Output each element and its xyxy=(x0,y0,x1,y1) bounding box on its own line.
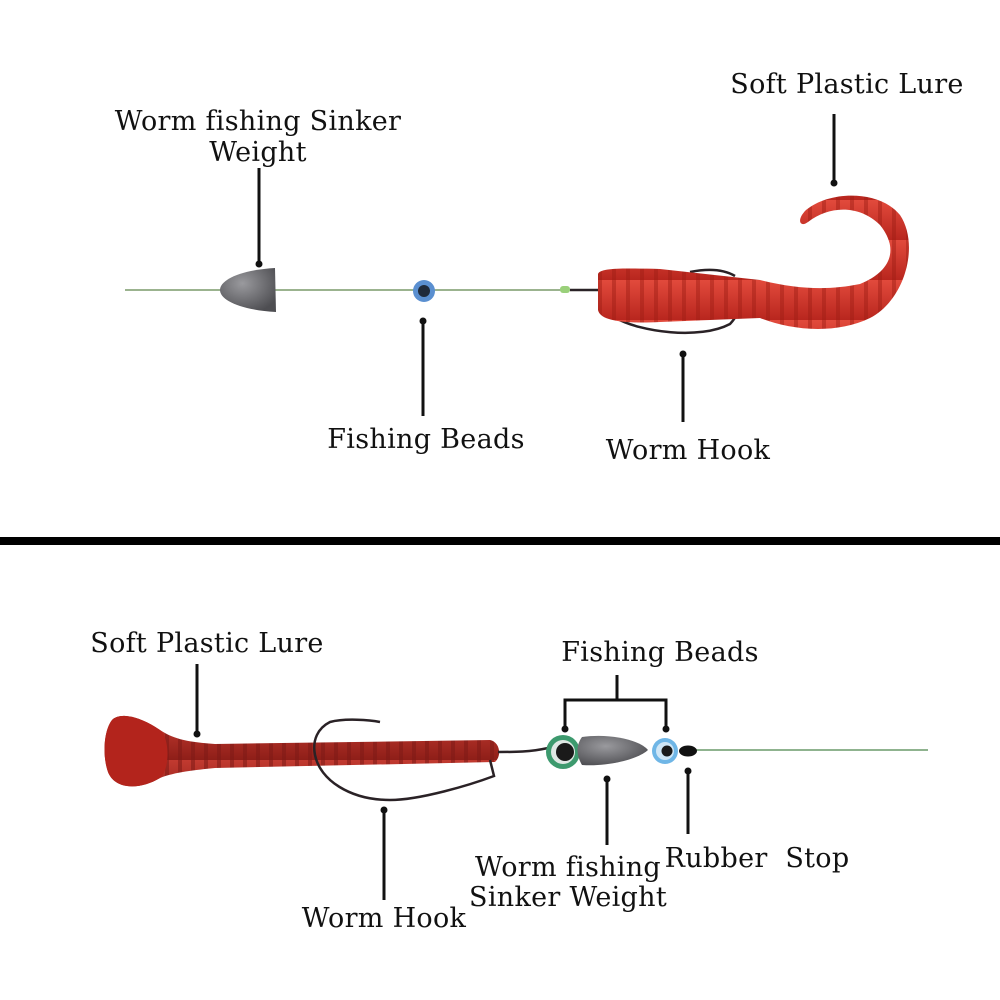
label-soft-plastic-lure: Soft Plastic Lure xyxy=(90,628,323,659)
sinker-weight xyxy=(220,268,276,312)
sinker-weight xyxy=(577,735,648,766)
top-rig xyxy=(125,195,909,335)
leader-dot xyxy=(662,725,670,733)
label-sinker-weight-line2: Sinker Weight xyxy=(469,882,667,913)
soft-plastic-lure xyxy=(104,715,500,787)
fishing-bead-green xyxy=(546,735,580,769)
label-soft-plastic-lure: Soft Plastic Lure xyxy=(730,69,963,100)
leader-dot xyxy=(830,179,838,187)
soft-plastic-lure xyxy=(598,195,909,329)
label-fishing-beads: Fishing Beads xyxy=(561,637,758,668)
leader-dot xyxy=(193,730,201,738)
label-rubber-stop: Rubber Stop xyxy=(665,843,850,874)
fishing-bead xyxy=(413,280,435,302)
fishing-bead-blue xyxy=(652,738,678,764)
label-sinker-weight-line1: Worm fishing xyxy=(475,852,661,883)
worm-hook xyxy=(313,718,549,802)
rubber-stop xyxy=(679,745,697,757)
leader-dot xyxy=(561,725,569,733)
leader-dot xyxy=(255,260,263,268)
leader-dot xyxy=(679,350,687,358)
label-fishing-beads: Fishing Beads xyxy=(327,424,524,455)
label-sinker-weight-line1: Worm fishing Sinker xyxy=(115,106,402,137)
label-worm-hook: Worm Hook xyxy=(302,903,467,934)
lure-head-shade xyxy=(104,715,168,787)
line-knot xyxy=(560,286,570,293)
leader-dot xyxy=(419,317,427,325)
label-worm-hook: Worm Hook xyxy=(606,435,771,466)
bottom-rig xyxy=(104,715,928,802)
label-sinker-weight-line2: Weight xyxy=(209,137,307,168)
bracket-beads xyxy=(563,675,668,729)
section-divider xyxy=(0,537,1000,545)
